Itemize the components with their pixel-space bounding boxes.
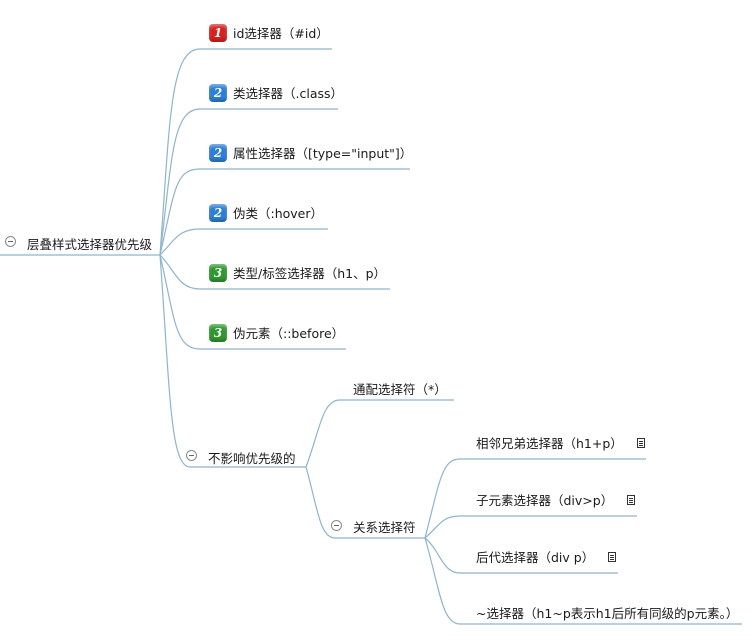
no-effect-collapse-toggle[interactable] <box>186 450 197 461</box>
universal-selector-node[interactable]: 通配选择符（*） <box>353 379 447 398</box>
rel-item-label: 相邻兄弟选择器（h1+p） <box>476 436 623 451</box>
item-label: 属性选择器（[type="input"]） <box>233 146 413 161</box>
edge-to-item-5 <box>159 254 390 290</box>
item-label: 类型/标签选择器（h1、p） <box>233 266 387 281</box>
edge-to-item-6 <box>159 254 346 350</box>
note-icon[interactable] <box>627 494 636 505</box>
edge-to-no-effect <box>159 254 306 468</box>
rel-item-child[interactable]: 子元素选择器（div>p） <box>476 490 636 509</box>
item-label: 伪类（:hover） <box>233 206 324 221</box>
edge-to-rel-3 <box>424 537 618 574</box>
item-label: id选择器（#id） <box>233 26 329 41</box>
root-collapse-toggle[interactable] <box>5 236 16 247</box>
edge-to-item-3 <box>159 168 410 256</box>
item-pseudo-class[interactable]: 2 伪类（:hover） <box>209 203 323 222</box>
relation-selector-node[interactable]: 关系选择符 <box>353 517 416 536</box>
edge-to-item-2 <box>159 108 338 256</box>
rel-item-general-sibling[interactable]: ~选择器（h1~p表示h1后所有同级的p元素。） <box>476 603 738 622</box>
relation-collapse-toggle[interactable] <box>331 520 342 531</box>
priority-badge-icon: 2 <box>209 83 227 102</box>
item-label: 类选择器（.class） <box>233 86 344 101</box>
note-icon[interactable] <box>636 437 645 448</box>
item-class-selector[interactable]: 2 类选择器（.class） <box>209 83 343 102</box>
root-label: 层叠样式选择器优先级 <box>27 237 153 252</box>
rel-item-label: 后代选择器（div p） <box>476 550 595 565</box>
priority-badge-icon: 3 <box>209 263 227 282</box>
item-label: 伪元素（::before） <box>233 326 345 341</box>
relation-label: 关系选择符 <box>353 520 416 535</box>
priority-badge-icon: 2 <box>209 143 227 162</box>
root-node[interactable]: 层叠样式选择器优先级 <box>27 234 152 253</box>
no-effect-label: 不影响优先级的 <box>208 451 296 466</box>
rel-item-descendant[interactable]: 后代选择器（div p） <box>476 547 617 566</box>
edge-to-rel-4 <box>424 537 742 625</box>
priority-badge-icon: 1 <box>209 23 227 42</box>
edge-to-relation <box>305 466 425 539</box>
priority-badge-icon: 2 <box>209 203 227 222</box>
edge-to-item-1 <box>159 48 332 256</box>
universal-label: 通配选择符（*） <box>353 382 447 397</box>
edge-to-rel-1 <box>424 458 646 539</box>
rel-item-label: 子元素选择器（div>p） <box>476 493 614 508</box>
priority-badge-icon: 3 <box>209 323 227 342</box>
item-attribute-selector[interactable]: 2 属性选择器（[type="input"]） <box>209 143 412 162</box>
rel-item-adjacent-sibling[interactable]: 相邻兄弟选择器（h1+p） <box>476 433 645 452</box>
note-icon[interactable] <box>608 551 617 562</box>
edge-to-rel-2 <box>424 515 637 539</box>
edge-to-item-4 <box>159 228 328 256</box>
edge-to-universal <box>305 399 454 468</box>
rel-item-label: ~选择器（h1~p表示h1后所有同级的p元素。） <box>476 606 739 621</box>
item-type-selector[interactable]: 3 类型/标签选择器（h1、p） <box>209 263 386 282</box>
no-effect-node[interactable]: 不影响优先级的 <box>208 448 296 467</box>
item-pseudo-element[interactable]: 3 伪元素（::before） <box>209 323 344 342</box>
item-id-selector[interactable]: 1 id选择器（#id） <box>209 23 329 42</box>
